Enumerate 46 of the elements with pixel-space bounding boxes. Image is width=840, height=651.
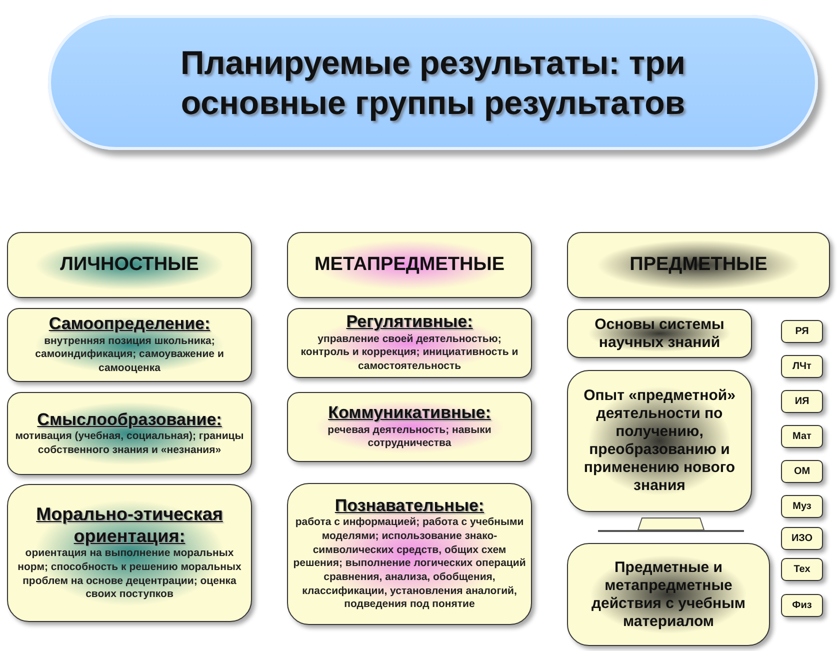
card-heading: Морально-этическая ориентация: <box>35 504 224 548</box>
card-text: ориентация на выполнение моральных норм; способность к решению моральных проблем на основе децентрации; оценка своих поступков <box>16 547 242 602</box>
card-heading: Муз <box>792 500 812 512</box>
card-heading: ЛИЧНОСТНЫЕ <box>60 254 199 276</box>
result-card <box>567 309 752 358</box>
card-heading: Мат <box>792 430 812 442</box>
card-heading: Регулятивные: <box>346 312 473 333</box>
card-heading: ЛЧт <box>792 360 812 372</box>
subject-tag <box>781 495 823 518</box>
card-heading: Тех <box>794 564 810 576</box>
result-card <box>567 543 770 646</box>
card-heading: Самоопределение: <box>48 314 210 335</box>
card-heading: ОМ <box>794 466 810 478</box>
subject-tag <box>781 527 823 550</box>
card-heading: Основы системы научных знаний <box>594 316 726 352</box>
result-card <box>7 484 252 622</box>
card-text: управление своей деятельностью; контроль и коррекция; инициативность и самостоятельность <box>300 332 520 374</box>
result-card <box>7 308 252 382</box>
card-heading: ИЗО <box>791 532 813 544</box>
subject-tag <box>781 320 823 343</box>
card-heading: Предметные и метапредметные действия с учебным материалом <box>590 558 747 630</box>
result-card <box>287 392 532 462</box>
card-heading: Физ <box>792 600 812 612</box>
subject-tag <box>781 594 823 617</box>
subject-tag <box>781 390 823 413</box>
title: Планируемые результаты: три основные группы результатов <box>180 42 686 122</box>
card-heading: Коммуникативные: <box>328 403 491 424</box>
subject-tag <box>781 355 823 378</box>
card-heading: МЕТАПРЕДМЕТНЫЕ <box>314 254 505 276</box>
card-heading: ИЯ <box>794 396 810 408</box>
result-card <box>287 308 532 378</box>
card-heading: Смыслообразование: <box>37 410 222 430</box>
card-text: мотивация (учебная, социальная); границы собственного знания и «незнания» <box>14 430 245 458</box>
card-text: речевая деятельность; навыки сотрудничества <box>326 424 492 451</box>
category-header <box>287 232 532 298</box>
card-heading: Познавательные: <box>334 496 484 516</box>
result-card <box>7 392 252 475</box>
card-text: внутренняя позиция школьника; самоиндификация; самоуважение и самооценка <box>34 334 225 376</box>
subject-tag <box>781 558 823 581</box>
result-card <box>567 370 752 512</box>
category-header <box>7 232 252 298</box>
card-heading: РЯ <box>795 326 809 338</box>
card-text: работа с информацией; работа с учебными моделями; использование знако-символических средств, общих схем решения; выполнение логических операций сравнения, анализа, обобщения, классификации, установления аналогий, подведения под понятие <box>292 516 527 612</box>
subject-tag <box>781 425 823 448</box>
subject-tag <box>781 460 823 483</box>
result-card <box>287 483 532 625</box>
